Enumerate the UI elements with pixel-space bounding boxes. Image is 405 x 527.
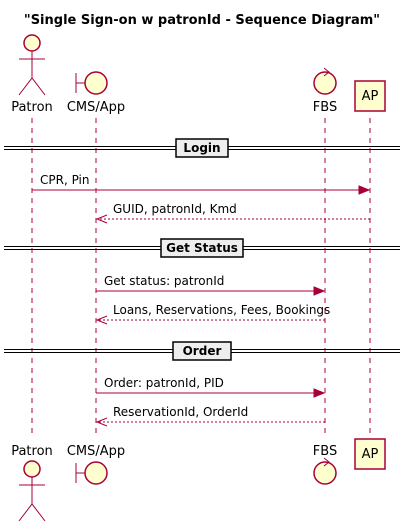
actor-legs	[18, 77, 46, 96]
divider-label: Order	[183, 344, 222, 358]
divider-label: Get Status	[166, 241, 238, 255]
boundary-icon	[75, 71, 108, 95]
message-arrowhead	[358, 185, 371, 195]
actor-legs	[18, 503, 46, 522]
message-arrowhead	[95, 214, 108, 224]
message-arrowhead	[95, 315, 108, 325]
message-label: GUID, patronId, Kmd	[113, 202, 237, 216]
diagram-title: "Single Sign-on w patronId - Sequence Di…	[24, 13, 380, 28]
actor-icon	[18, 460, 46, 522]
message-label: CPR, Pin	[40, 173, 90, 187]
message-arrowhead	[313, 388, 326, 398]
boundary-icon	[75, 461, 108, 485]
participant-label-bottom-patron: Patron	[11, 444, 53, 459]
control-arrowhead	[323, 67, 330, 77]
divider-box	[175, 138, 229, 158]
boundary-circle	[84, 461, 108, 485]
message-label: Order: patronId, PID	[104, 376, 224, 390]
participant-label-bottom-ap: AP	[362, 447, 379, 462]
participant-label-top-cms: CMS/App	[67, 100, 125, 115]
control-icon	[313, 457, 337, 485]
participant-label-top-fbs: FBS	[313, 100, 337, 115]
actor-head	[23, 34, 41, 52]
participant-label-bottom-cms: CMS/App	[67, 444, 125, 459]
participant-box	[354, 80, 386, 112]
message-label: Loans, Reservations, Fees, Bookings	[113, 303, 330, 317]
control-arrowhead	[323, 457, 330, 467]
participant-label-top-patron: Patron	[11, 100, 53, 115]
divider-box	[160, 238, 244, 258]
actor-icon	[18, 34, 46, 96]
message-label: Get status: patronId	[104, 274, 224, 288]
participant-label-top-ap: AP	[362, 89, 379, 104]
boundary-circle	[84, 71, 108, 95]
participant-label-bottom-fbs: FBS	[313, 444, 337, 459]
message-arrowhead	[313, 286, 326, 296]
actor-head	[23, 460, 41, 478]
control-circle	[313, 71, 337, 95]
control-icon	[313, 67, 337, 95]
message-arrowhead	[95, 417, 108, 427]
lifelines	[31, 118, 371, 438]
divider-label: Login	[183, 141, 220, 155]
divider-box	[172, 341, 232, 361]
message-label: ReservationId, OrderId	[113, 405, 248, 419]
control-circle	[313, 461, 337, 485]
participant-box	[354, 438, 386, 470]
